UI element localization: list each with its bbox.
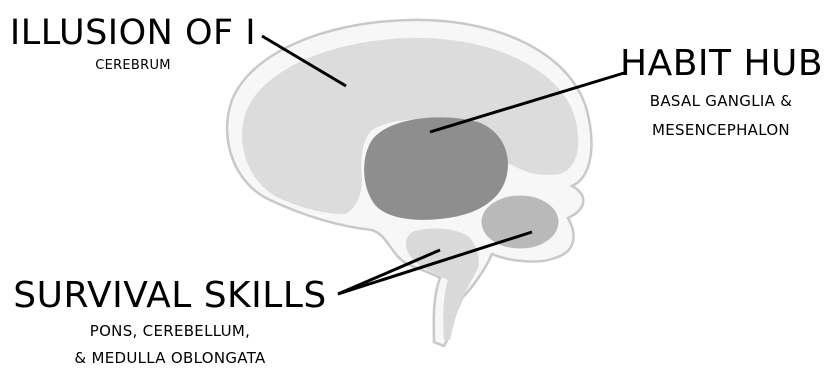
label-basal-title: HABIT HUB bbox=[620, 46, 822, 82]
label-survival-title: SURVIVAL SKILLS bbox=[0, 278, 340, 314]
label-basal-subtitle-line2: MESENCEPHALON bbox=[620, 120, 822, 140]
label-cerebrum-subtitle: CEREBRUM bbox=[2, 59, 264, 72]
label-cerebrum: ILLUSION OF I CEREBRUM bbox=[2, 16, 264, 72]
label-basal: HABIT HUB BASAL GANGLIA & MESENCEPHALON bbox=[620, 46, 822, 141]
label-cerebrum-title: ILLUSION OF I bbox=[2, 16, 264, 51]
label-survival-subtitle-line2: & MEDULLA OBLONGATA bbox=[0, 348, 340, 368]
label-survival-subtitle-line1: PONS, CEREBELLUM, bbox=[0, 321, 340, 341]
label-survival: SURVIVAL SKILLS PONS, CEREBELLUM, & MEDU… bbox=[0, 278, 340, 369]
label-basal-subtitle-line1: BASAL GANGLIA & bbox=[620, 91, 822, 111]
cerebellum-region bbox=[480, 194, 560, 250]
